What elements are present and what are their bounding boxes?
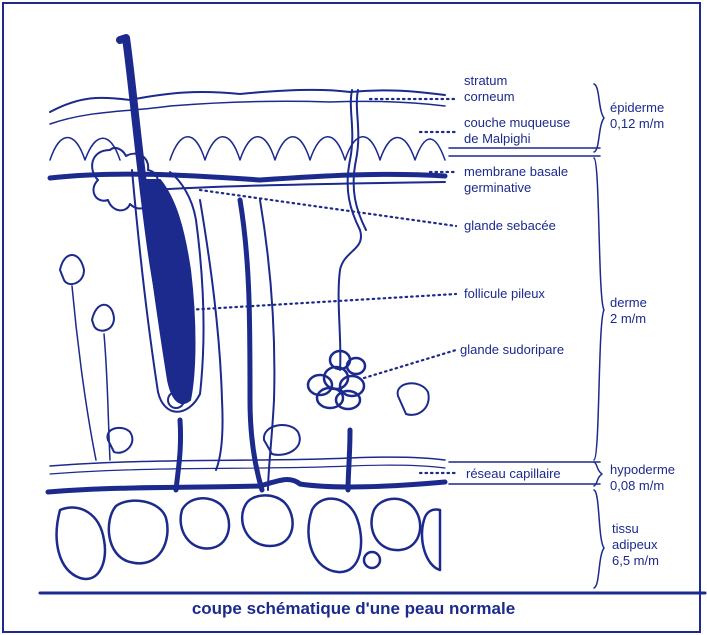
layer-epiderme-size: 0,12 m/m [610, 116, 664, 131]
sweat-gland-coil [308, 351, 365, 409]
layer-hypoderme-size: 0,08 m/m [610, 478, 664, 493]
follicle-body [140, 180, 195, 403]
label-stratum: stratum [464, 73, 507, 88]
layer-adipeux: adipeux [612, 537, 658, 552]
label-glande-sebacee: glande sebacée [464, 218, 556, 233]
vessel-2 [240, 200, 262, 490]
stratum-corneum-line [50, 101, 445, 124]
label-de-malpighi: de Malpighi [464, 131, 531, 146]
layer-tissu: tissu [612, 521, 639, 536]
leader-follicule [186, 294, 456, 310]
layer-derme: derme [610, 295, 647, 310]
label-corneum: corneum [464, 89, 515, 104]
vessel-1 [176, 420, 181, 490]
malpighi-papillae [50, 137, 445, 160]
leader-sudoripare [364, 350, 456, 378]
hypoderm-line-mid [50, 465, 445, 474]
brace-epiderme [594, 84, 604, 152]
label-membrane-basale: membrane basale [464, 164, 568, 179]
dermal-cell-clusters [107, 383, 428, 455]
label-glande-sudoripare: glande sudoripare [460, 342, 564, 357]
label-germinative: germinative [464, 180, 531, 195]
layer-derme-size: 2 m/m [610, 311, 646, 326]
label-reseau-capillaire: réseau capillaire [466, 466, 561, 481]
layer-epiderme: épiderme [610, 100, 664, 115]
nerve-fiber [72, 286, 110, 460]
adipose-tissue [57, 495, 440, 579]
label-follicule-pileux: follicule pileux [464, 286, 545, 301]
layer-hypoderme: hypoderme [610, 462, 675, 477]
layer-tissu-size: 6,5 m/m [612, 553, 659, 568]
leader-sebacee [200, 190, 456, 226]
vessel-4 [348, 430, 350, 490]
membrane-basale-2 [150, 182, 445, 190]
reseau-capillaire-vessel [48, 480, 445, 492]
corpuscle-2 [92, 305, 114, 331]
brace-tissu [594, 490, 604, 588]
brace-derme [594, 158, 604, 460]
figure-caption: coupe schématique d'une peau normale [0, 599, 707, 619]
membrane-basale [50, 174, 445, 180]
corpuscle-1 [60, 255, 84, 284]
sweat-duct-2 [354, 90, 366, 230]
label-couche-muqueuse: couche muqueuse [464, 115, 570, 130]
brace-hypoderme [594, 462, 602, 486]
